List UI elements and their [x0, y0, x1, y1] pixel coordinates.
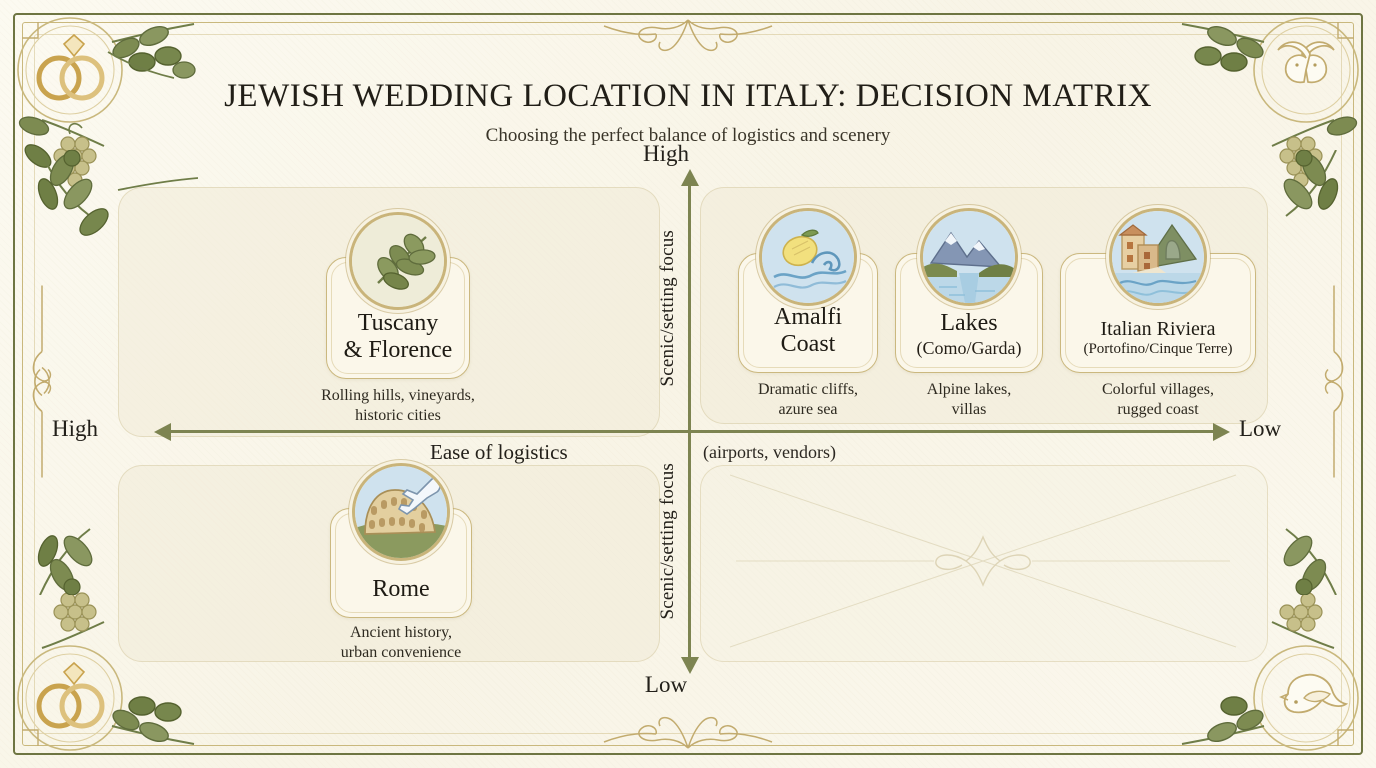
card-amalfi-coast[interactable]: Amalfi Coast Dramatic cliffs, azure sea — [738, 208, 878, 418]
grapes-icon — [41, 592, 105, 649]
quadrant-bottom-right-empty — [700, 465, 1268, 662]
top-border-flourish — [508, 14, 868, 65]
card-description: Rolling hills, vineyards, historic citie… — [321, 387, 475, 425]
card-subtitle: Coast — [780, 331, 836, 358]
olive-branch-icon — [1181, 23, 1265, 72]
olive-branch-icon — [1181, 696, 1265, 745]
card-rome[interactable]: Rome Ancient history, urban convenience — [330, 463, 472, 661]
horizontal-axis-note: (airports, vendors) — [703, 442, 836, 462]
header-block: JEWISH WEDDING LOCATION IN ITALY: DECISI… — [0, 78, 1376, 147]
decision-matrix: High Low High Low Ease of logistics (air… — [52, 141, 1285, 697]
card-subtitle: (Como/Garda) — [916, 337, 1022, 358]
card-label: Tuscany & Florence — [327, 310, 469, 364]
vertical-axis-low-label: Low — [644, 672, 688, 697]
axis-arrow-down-icon — [681, 657, 699, 674]
page-title: JEWISH WEDDING LOCATION IN ITALY: DECISI… — [224, 78, 1152, 114]
card-title: Amalfi — [774, 304, 842, 331]
olive-branch-icon — [111, 696, 195, 745]
card-lakes-como-garda[interactable]: Lakes (Como/Garda) Alpine lakes, villas — [895, 208, 1043, 418]
card-label: Lakes (Como/Garda) — [896, 310, 1042, 358]
colosseum-airplane-icon — [352, 463, 450, 561]
bottom-border-flourish — [508, 703, 868, 754]
left-border-flourish — [18, 282, 64, 487]
axis-arrow-left-icon — [154, 423, 171, 441]
card-italian-riviera[interactable]: Italian Riviera (Portofino/Cinque Terre)… — [1060, 208, 1256, 418]
card-subtitle: & Florence — [343, 337, 453, 364]
olive-branch-icon — [349, 212, 447, 310]
mountain-lake-icon — [920, 208, 1018, 306]
card-tuscany-florence[interactable]: Tuscany & Florence Rolling hills, vineya… — [321, 212, 475, 424]
vertical-axis-line — [688, 183, 691, 663]
card-subtitle: (Portofino/Cinque Terre) — [1083, 341, 1233, 358]
right-border-flourish — [1312, 282, 1358, 487]
coastal-village-icon — [1109, 208, 1207, 306]
vertical-axis-title-upper: Scenic/setting focus — [657, 230, 678, 387]
horizontal-axis-high-label: High — [52, 416, 98, 441]
axis-arrow-up-icon — [681, 169, 699, 186]
card-title: Rome — [372, 576, 430, 603]
card-label: Rome — [331, 576, 471, 603]
card-title: Italian Riviera — [1100, 317, 1216, 340]
card-label: Italian Riviera (Portofino/Cinque Terre) — [1061, 318, 1255, 358]
horizontal-axis-title: Ease of logistics — [430, 440, 568, 464]
card-description: Dramatic cliffs, azure sea — [757, 381, 859, 419]
horizontal-axis-low-label: Low — [1239, 416, 1282, 441]
card-label: Amalfi Coast — [739, 304, 877, 358]
olive-branch-icon — [107, 23, 196, 79]
card-description: Colorful villages, rugged coast — [1102, 381, 1214, 419]
card-description: Ancient history, urban convenience — [340, 624, 462, 662]
page-subtitle: Choosing the perfect balance of logistic… — [485, 125, 891, 146]
horizontal-axis-line — [170, 430, 1215, 433]
lemon-wave-icon — [759, 208, 857, 306]
vertical-axis-title-lower: Scenic/setting focus — [657, 463, 678, 620]
vertical-axis-high-label: High — [643, 141, 689, 166]
axis-arrow-right-icon — [1213, 423, 1230, 441]
card-title: Tuscany — [357, 310, 439, 337]
card-title: Lakes — [940, 309, 998, 336]
card-description: Alpine lakes, villas — [926, 381, 1012, 419]
